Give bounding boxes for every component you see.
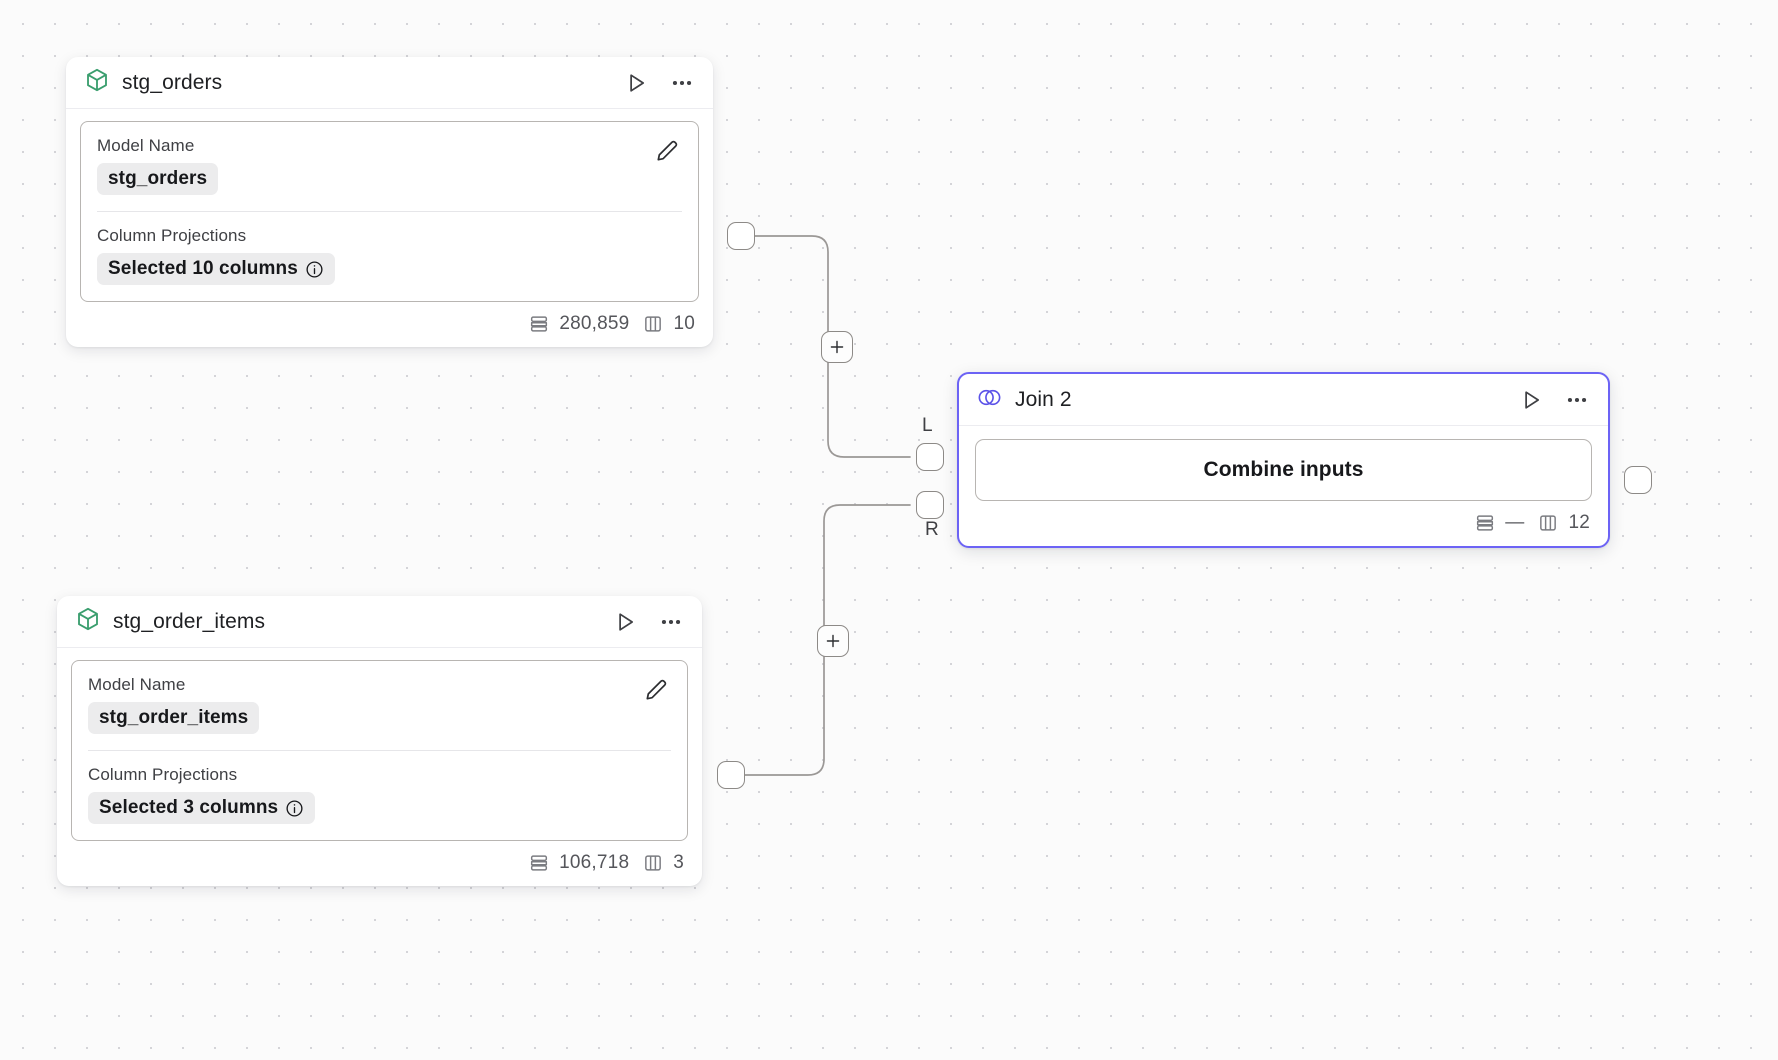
info-icon[interactable] bbox=[285, 799, 304, 818]
field-label-model-name: Model Name bbox=[88, 675, 186, 694]
column-projections-chip[interactable]: Selected 10 columns bbox=[97, 253, 335, 285]
input-port-label-left: L bbox=[922, 415, 933, 436]
field-label-column-projections: Column Projections bbox=[97, 226, 247, 245]
node-title: stg_orders bbox=[122, 70, 223, 94]
node-stg-order-items[interactable]: stg_order_items Model Name bbox=[57, 596, 702, 886]
output-port-stg-orders[interactable] bbox=[727, 222, 755, 250]
more-options-icon[interactable] bbox=[1562, 385, 1592, 415]
input-port-join-left[interactable] bbox=[916, 443, 944, 471]
column-count-stat: 3 bbox=[642, 852, 684, 874]
input-port-label-right: R bbox=[925, 519, 939, 540]
play-icon[interactable] bbox=[610, 607, 640, 637]
node-footer: 280,859 10 bbox=[66, 302, 713, 347]
node-header: stg_order_items bbox=[57, 596, 702, 648]
add-node-on-edge-button-top[interactable] bbox=[821, 331, 853, 363]
model-config-panel: Model Name stg_orders Column Projections… bbox=[80, 121, 699, 302]
row-count-stat: 106,718 bbox=[528, 852, 629, 874]
node-title: Join 2 bbox=[1015, 387, 1072, 411]
node-body: Model Name stg_orders Column Projections… bbox=[66, 109, 713, 302]
panel-divider bbox=[97, 211, 682, 212]
model-name-chip[interactable]: stg_orders bbox=[97, 163, 219, 195]
plus-icon bbox=[830, 340, 844, 354]
play-icon[interactable] bbox=[1516, 385, 1546, 415]
columns-icon bbox=[645, 855, 662, 871]
row-count-stat: 280,859 bbox=[528, 313, 629, 335]
row-count-value: 280,859 bbox=[559, 313, 630, 334]
node-header: Join 2 bbox=[959, 374, 1608, 426]
columns-icon bbox=[1540, 515, 1557, 531]
field-label-column-projections: Column Projections bbox=[88, 765, 238, 784]
combine-inputs-button[interactable]: Combine inputs bbox=[975, 439, 1592, 501]
column-projections-chip[interactable]: Selected 3 columns bbox=[88, 792, 316, 824]
edit-pencil-icon[interactable] bbox=[641, 675, 671, 705]
column-count-value: 12 bbox=[1568, 512, 1590, 533]
node-title: stg_order_items bbox=[113, 609, 266, 633]
edit-pencil-icon[interactable] bbox=[652, 136, 682, 166]
column-count-stat: 10 bbox=[642, 313, 695, 335]
model-config-panel: Model Name stg_order_items Column Projec… bbox=[71, 660, 688, 841]
more-options-icon[interactable] bbox=[656, 607, 686, 637]
node-body: Model Name stg_order_items Column Projec… bbox=[57, 648, 702, 841]
info-icon[interactable] bbox=[305, 260, 324, 279]
row-count-value: 106,718 bbox=[559, 852, 630, 873]
rows-icon bbox=[531, 855, 548, 871]
node-header: stg_orders bbox=[66, 57, 713, 109]
node-stg-orders[interactable]: stg_orders Model Name bbox=[66, 57, 713, 347]
column-projections-value: Selected 3 columns bbox=[99, 797, 279, 818]
play-icon[interactable] bbox=[621, 68, 651, 98]
field-label-model-name: Model Name bbox=[97, 136, 195, 155]
model-name-chip[interactable]: stg_order_items bbox=[88, 702, 260, 734]
row-count-stat: — bbox=[1474, 512, 1524, 534]
node-footer: — 12 bbox=[959, 501, 1608, 546]
cube-icon bbox=[84, 67, 110, 98]
column-count-value: 10 bbox=[673, 313, 695, 334]
rows-icon bbox=[531, 316, 548, 332]
cube-icon bbox=[75, 606, 101, 637]
add-node-on-edge-button-bottom[interactable] bbox=[817, 625, 849, 657]
node-body: Combine inputs bbox=[959, 426, 1608, 501]
output-port-join-2[interactable] bbox=[1624, 466, 1652, 494]
node-join-2[interactable]: Join 2 Combine inputs bbox=[957, 372, 1610, 548]
plus-icon bbox=[826, 634, 840, 648]
node-footer: 106,718 3 bbox=[57, 841, 702, 886]
column-count-stat: 12 bbox=[1537, 512, 1590, 534]
rows-icon bbox=[1477, 515, 1494, 531]
input-port-join-right[interactable] bbox=[916, 491, 944, 519]
row-count-value: — bbox=[1505, 512, 1525, 533]
panel-divider bbox=[88, 750, 671, 751]
more-options-icon[interactable] bbox=[667, 68, 697, 98]
column-projections-value: Selected 10 columns bbox=[108, 258, 298, 279]
column-count-value: 3 bbox=[673, 852, 684, 873]
output-port-stg-order-items[interactable] bbox=[717, 761, 745, 789]
venn-icon bbox=[976, 384, 1003, 416]
columns-icon bbox=[645, 316, 662, 332]
